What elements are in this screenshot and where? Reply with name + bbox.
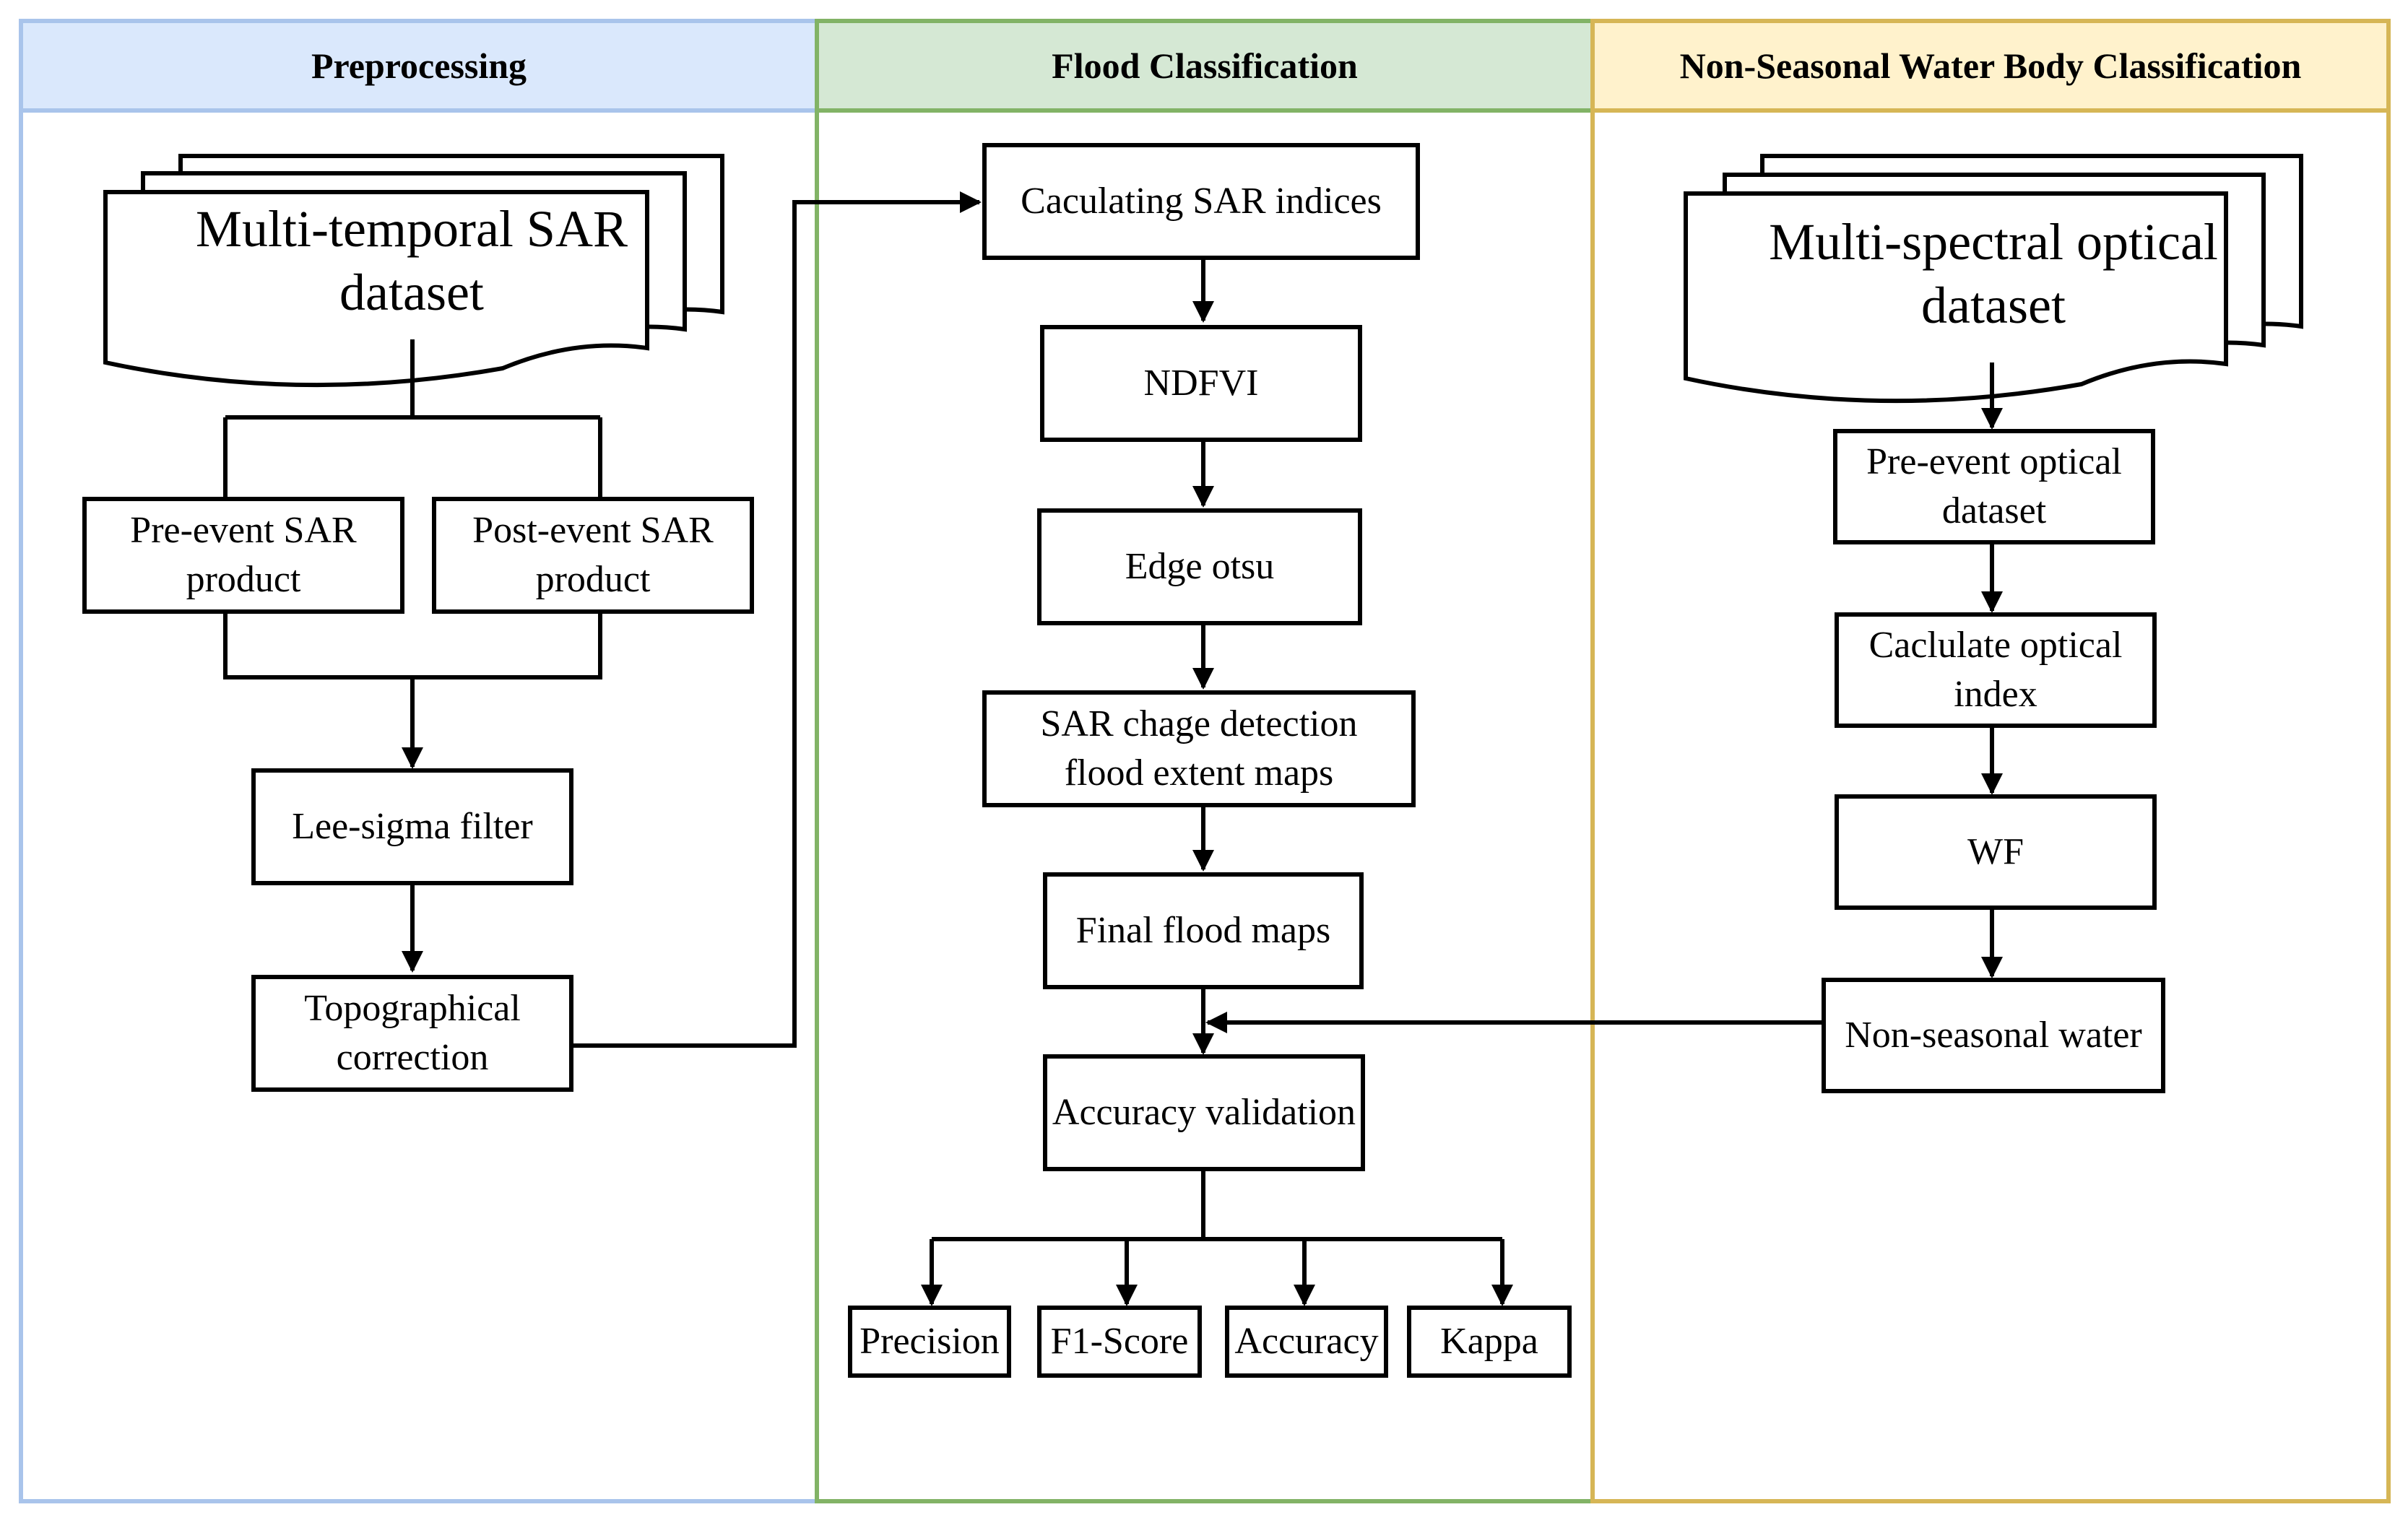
non-seasonal-water-box: Non-seasonal water [1822, 978, 2165, 1093]
sar-dataset-label: Multi-temporal SAR dataset [196, 200, 628, 321]
optical-dataset-shape [1684, 154, 2303, 404]
pre-event-optical-box: Pre-event optical dataset [1833, 429, 2155, 544]
lane-header-non-seasonal: Non-Seasonal Water Body Classification [1590, 19, 2391, 113]
lee-sigma-filter-box: Lee-sigma filter [251, 768, 573, 885]
metric-f1-score-box: F1-Score [1037, 1306, 1202, 1378]
sar-indices-box: Caculating SAR indices [982, 143, 1420, 260]
connector-sar-split [223, 339, 602, 498]
connector-sar-merge [223, 612, 602, 767]
lane-header-preprocessing: Preprocessing [19, 19, 819, 113]
post-event-sar-box: Post-event SAR product [432, 497, 754, 614]
metric-precision-box: Precision [848, 1306, 1011, 1378]
pre-event-sar-box: Pre-event SAR product [82, 497, 404, 614]
metric-kappa-box: Kappa [1407, 1306, 1572, 1378]
optical-index-box: Caclulate optical index [1835, 612, 2157, 728]
wf-box: WF [1835, 794, 2157, 910]
sar-dataset-shape [103, 154, 724, 388]
edge-otsu-box: Edge otsu [1037, 508, 1362, 625]
arrow-topo-to-indices [573, 191, 982, 1048]
sar-change-detection-box: SAR chage detection flood extent maps [982, 690, 1416, 807]
ndfvi-box: NDFVI [1040, 325, 1362, 442]
lane-header-flood-classification: Flood Classification [815, 19, 1595, 113]
connector-validation-split [932, 1171, 1502, 1241]
final-flood-maps-box: Final flood maps [1043, 872, 1364, 989]
optical-dataset-label: Multi-spectral optical dataset [1769, 213, 2218, 334]
metric-accuracy-box: Accuracy [1225, 1306, 1388, 1378]
topographical-correction-box: Topographical correction [251, 975, 573, 1092]
accuracy-validation-box: Accuracy validation [1043, 1054, 1365, 1171]
